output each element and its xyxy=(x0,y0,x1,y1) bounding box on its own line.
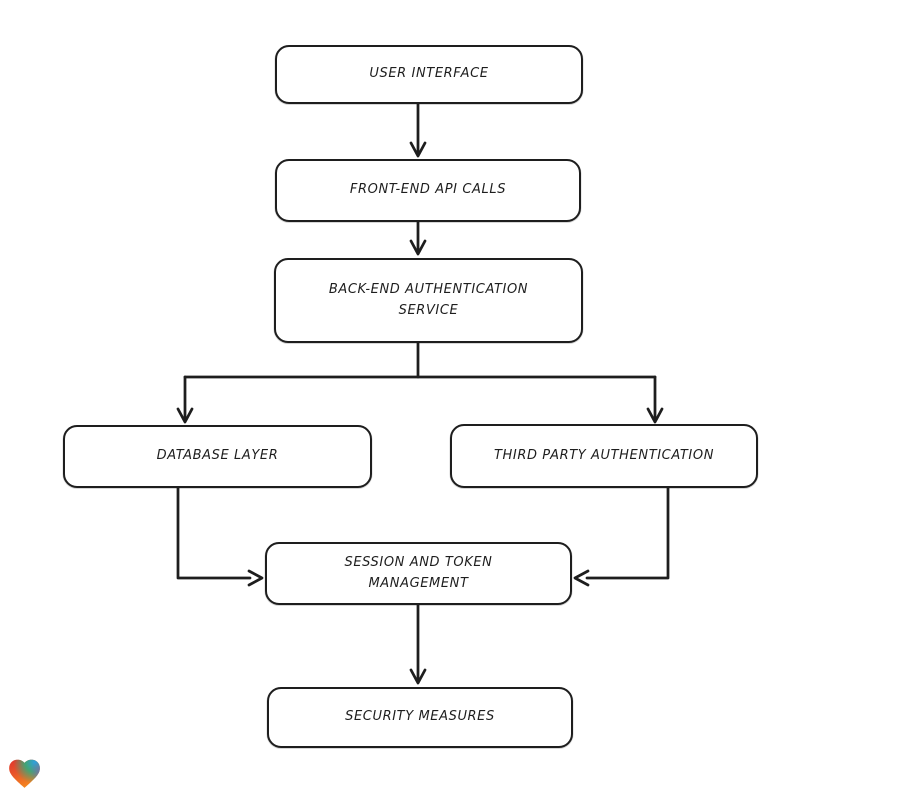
node-label: SECURITY MEASURES xyxy=(345,709,495,725)
node-label: THIRD PARTY AUTHENTICATION xyxy=(493,447,715,463)
node-label: USER INTERFACE xyxy=(369,66,489,82)
node-label: BACK-END AUTHENTICATION SERVICE xyxy=(328,281,529,318)
node-label: FRONT-END API CALLS xyxy=(349,182,507,198)
node-third-party-authentication[interactable]: THIRD PARTY AUTHENTICATION xyxy=(450,424,758,488)
node-front-end-api-calls[interactable]: FRONT-END API CALLS xyxy=(275,159,581,222)
heart-logo-icon xyxy=(9,759,40,788)
node-label: SESSION AND TOKEN MANAGEMENT xyxy=(344,554,493,591)
node-label: DATABASE LAYER xyxy=(156,448,279,464)
edge-ui-to-frontend[interactable] xyxy=(409,102,427,158)
node-security-measures[interactable]: SECURITY MEASURES xyxy=(267,687,573,748)
edge-session-to-security[interactable] xyxy=(409,603,427,685)
node-user-interface[interactable]: USER INTERFACE xyxy=(275,45,583,104)
edge-thirdparty-to-session[interactable] xyxy=(573,486,670,587)
heart-logo xyxy=(6,755,43,792)
node-database-layer[interactable]: DATABASE LAYER xyxy=(63,425,372,488)
node-back-end-authentication-service[interactable]: BACK-END AUTHENTICATION SERVICE xyxy=(274,258,583,343)
edge-backend-branch[interactable] xyxy=(176,341,664,424)
node-session-and-token-management[interactable]: SESSION AND TOKEN MANAGEMENT xyxy=(265,542,572,605)
edge-frontend-to-backend[interactable] xyxy=(409,220,427,256)
edge-database-to-session[interactable] xyxy=(176,486,264,587)
